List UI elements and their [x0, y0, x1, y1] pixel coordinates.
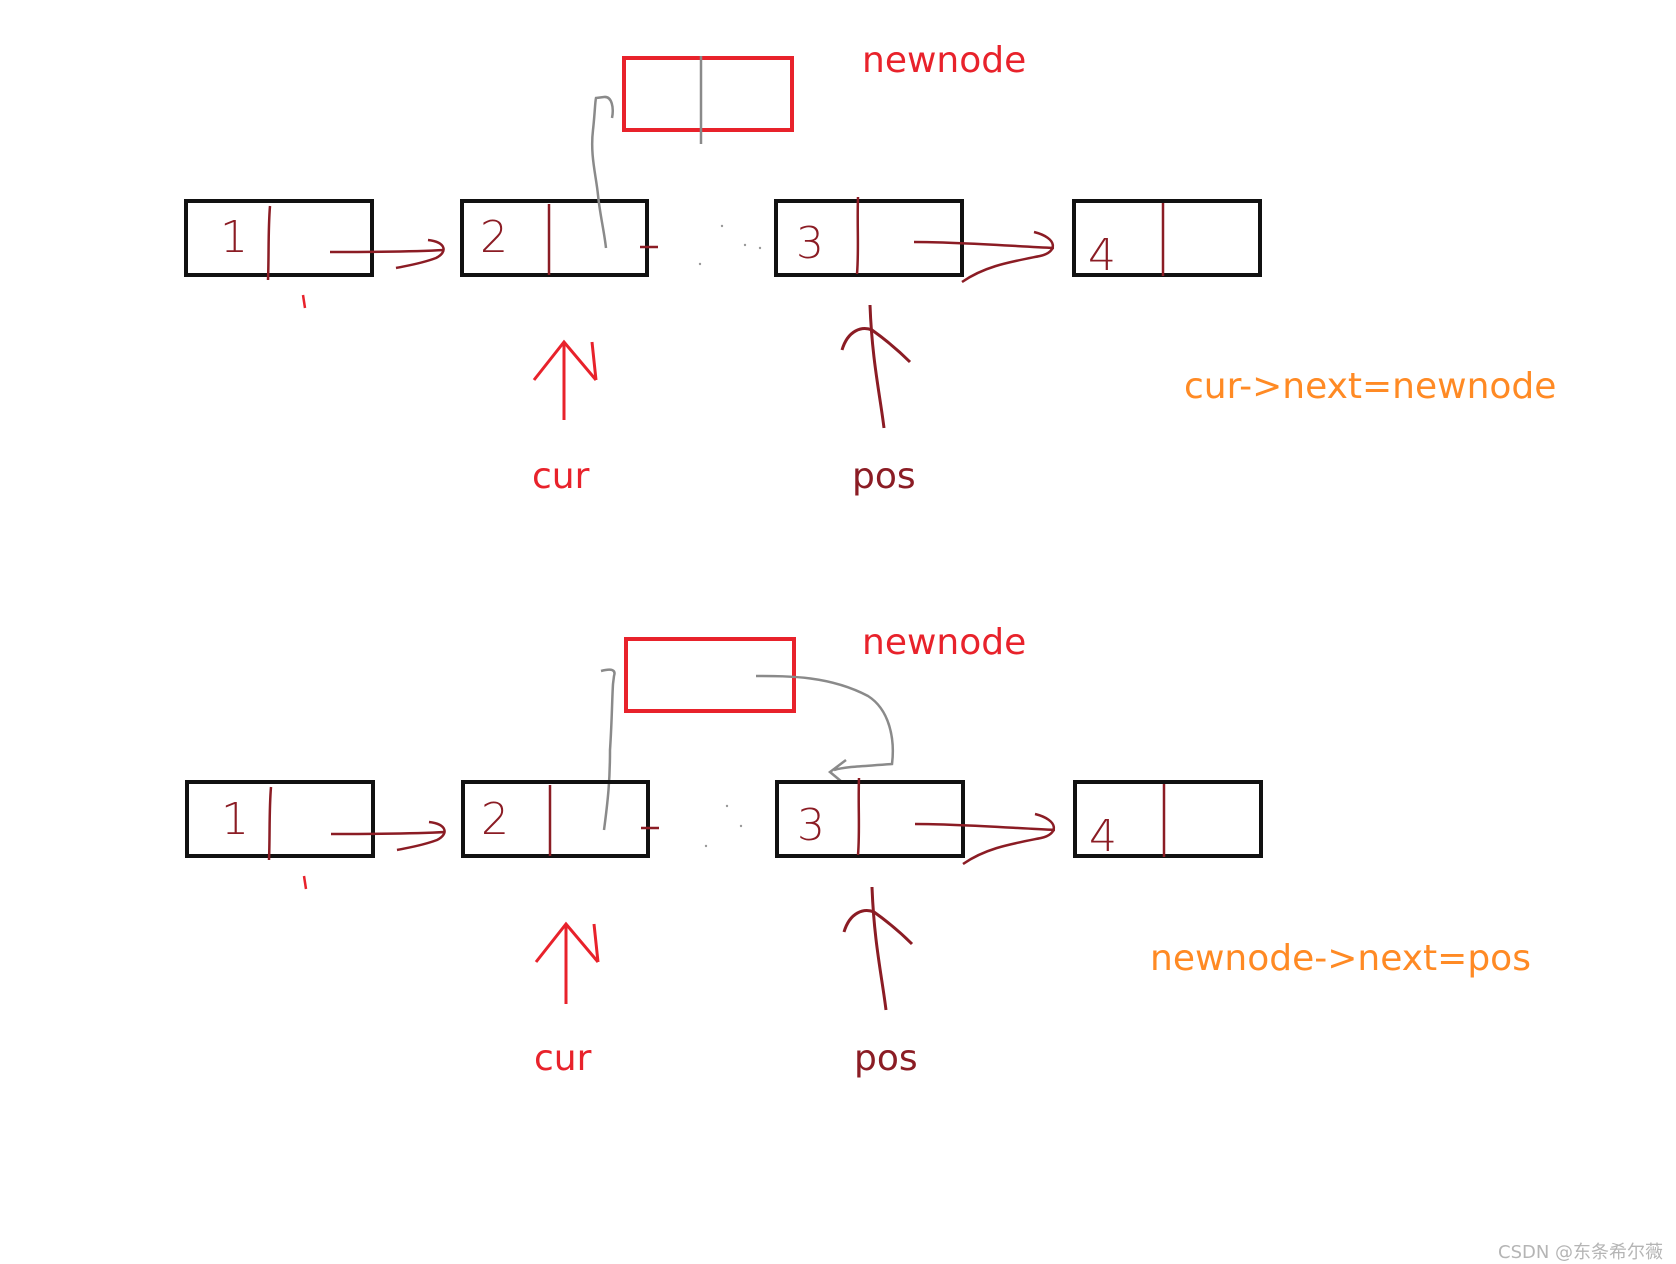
step1-newnode-box: [622, 56, 794, 144]
step2-cur-arrow: [534, 921, 600, 1004]
step2-cur-next-link: [600, 668, 616, 831]
step2-pos-arrow: [842, 886, 914, 1011]
step2-node-3: 3: [775, 777, 965, 858]
step2-arrow-3-to-4: [914, 812, 1056, 866]
step1-node-1-value: 1: [220, 212, 248, 263]
step1-node-3: 3: [774, 196, 964, 277]
step1-node-2-value: 2: [480, 212, 508, 263]
step2-code: newnode->next=pos: [1150, 938, 1531, 979]
step1-cur-arrow: [532, 339, 598, 420]
step1-arrow-1-to-2: [329, 238, 445, 270]
step2-panel: newnode 1 2: [185, 622, 1531, 1079]
step1-node-4-value: 4: [1088, 230, 1116, 281]
step1-cur-label: cur: [532, 456, 590, 497]
step1-pos-arrow: [840, 304, 912, 429]
step1-node-2: 2: [460, 199, 658, 277]
step2-pos-label: pos: [854, 1038, 918, 1079]
step1-code: cur->next=newnode: [1184, 366, 1556, 407]
step1-arrow-3-to-4: [913, 230, 1055, 284]
step1-gap-dots: [698, 224, 762, 266]
step2-node-3-value: 3: [797, 800, 825, 851]
step2-node-4: 4: [1073, 780, 1263, 862]
step1-pos-label: pos: [852, 456, 916, 497]
step2-node-4-value: 4: [1089, 811, 1117, 862]
step2-cur-label: cur: [534, 1038, 592, 1079]
step1-node-1: 1: [184, 199, 374, 281]
step1-node-3-value: 3: [796, 218, 824, 269]
step2-newnode-next-link: [755, 674, 894, 783]
watermark: CSDN @东条希尔薇: [1498, 1242, 1663, 1263]
step1-node-4: 4: [1072, 199, 1262, 281]
step2-node-2-value: 2: [481, 794, 509, 845]
step2-node-1: 1: [185, 780, 375, 861]
step2-node-1-value: 1: [221, 794, 249, 845]
step2-newnode-box: [624, 637, 796, 713]
step1-cur-next-link: [590, 95, 614, 249]
step1-tick-mark: [301, 294, 307, 309]
step1-newnode-label: newnode: [862, 40, 1026, 81]
step1-panel: newnode 1 2: [184, 40, 1556, 497]
step2-newnode-label: newnode: [862, 622, 1026, 663]
step2-node-2: 2: [461, 780, 659, 858]
step2-arrow-1-to-2: [330, 820, 446, 852]
step2-tick-mark: [302, 875, 308, 890]
step2-gap-dots: [704, 804, 743, 848]
